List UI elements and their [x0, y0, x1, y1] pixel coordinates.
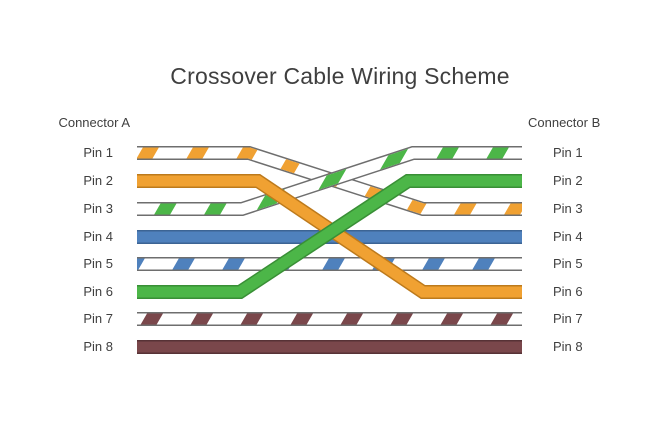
diagram-title: Crossover Cable Wiring Scheme: [170, 63, 510, 89]
pin-label-a-4: Pin 4: [83, 229, 113, 244]
wire-fill: [137, 175, 522, 298]
pin-label-b-2: Pin 2: [553, 173, 583, 188]
pin-label-a-7: Pin 7: [83, 311, 113, 326]
pin-label-b-3: Pin 3: [553, 201, 583, 216]
pin-label-b-8: Pin 8: [553, 339, 583, 354]
pin-label-a-6: Pin 6: [83, 284, 113, 299]
wire-stripes: [137, 147, 522, 215]
pin-label-b-6: Pin 6: [553, 284, 583, 299]
pin-label-a-2: Pin 2: [83, 173, 113, 188]
pin-label-a-5: Pin 5: [83, 256, 113, 271]
pin-label-b-7: Pin 7: [553, 311, 583, 326]
wire-fill: [137, 175, 522, 298]
wire-a3-b1-white-green: [137, 146, 522, 216]
pin-label-a-1: Pin 1: [83, 145, 113, 160]
pin-label-b-5: Pin 5: [553, 256, 583, 271]
connector-a-label: Connector A: [58, 115, 130, 130]
pin-label-a-8: Pin 8: [83, 339, 113, 354]
wire-a2-b6-orange: [137, 174, 522, 299]
pin-label-a-3: Pin 3: [83, 201, 113, 216]
connector-b-label: Connector B: [528, 115, 601, 130]
pin-label-b-1: Pin 1: [553, 145, 583, 160]
pin-label-b-4: Pin 4: [553, 229, 583, 244]
wire-a6-b2-green: [137, 174, 522, 299]
